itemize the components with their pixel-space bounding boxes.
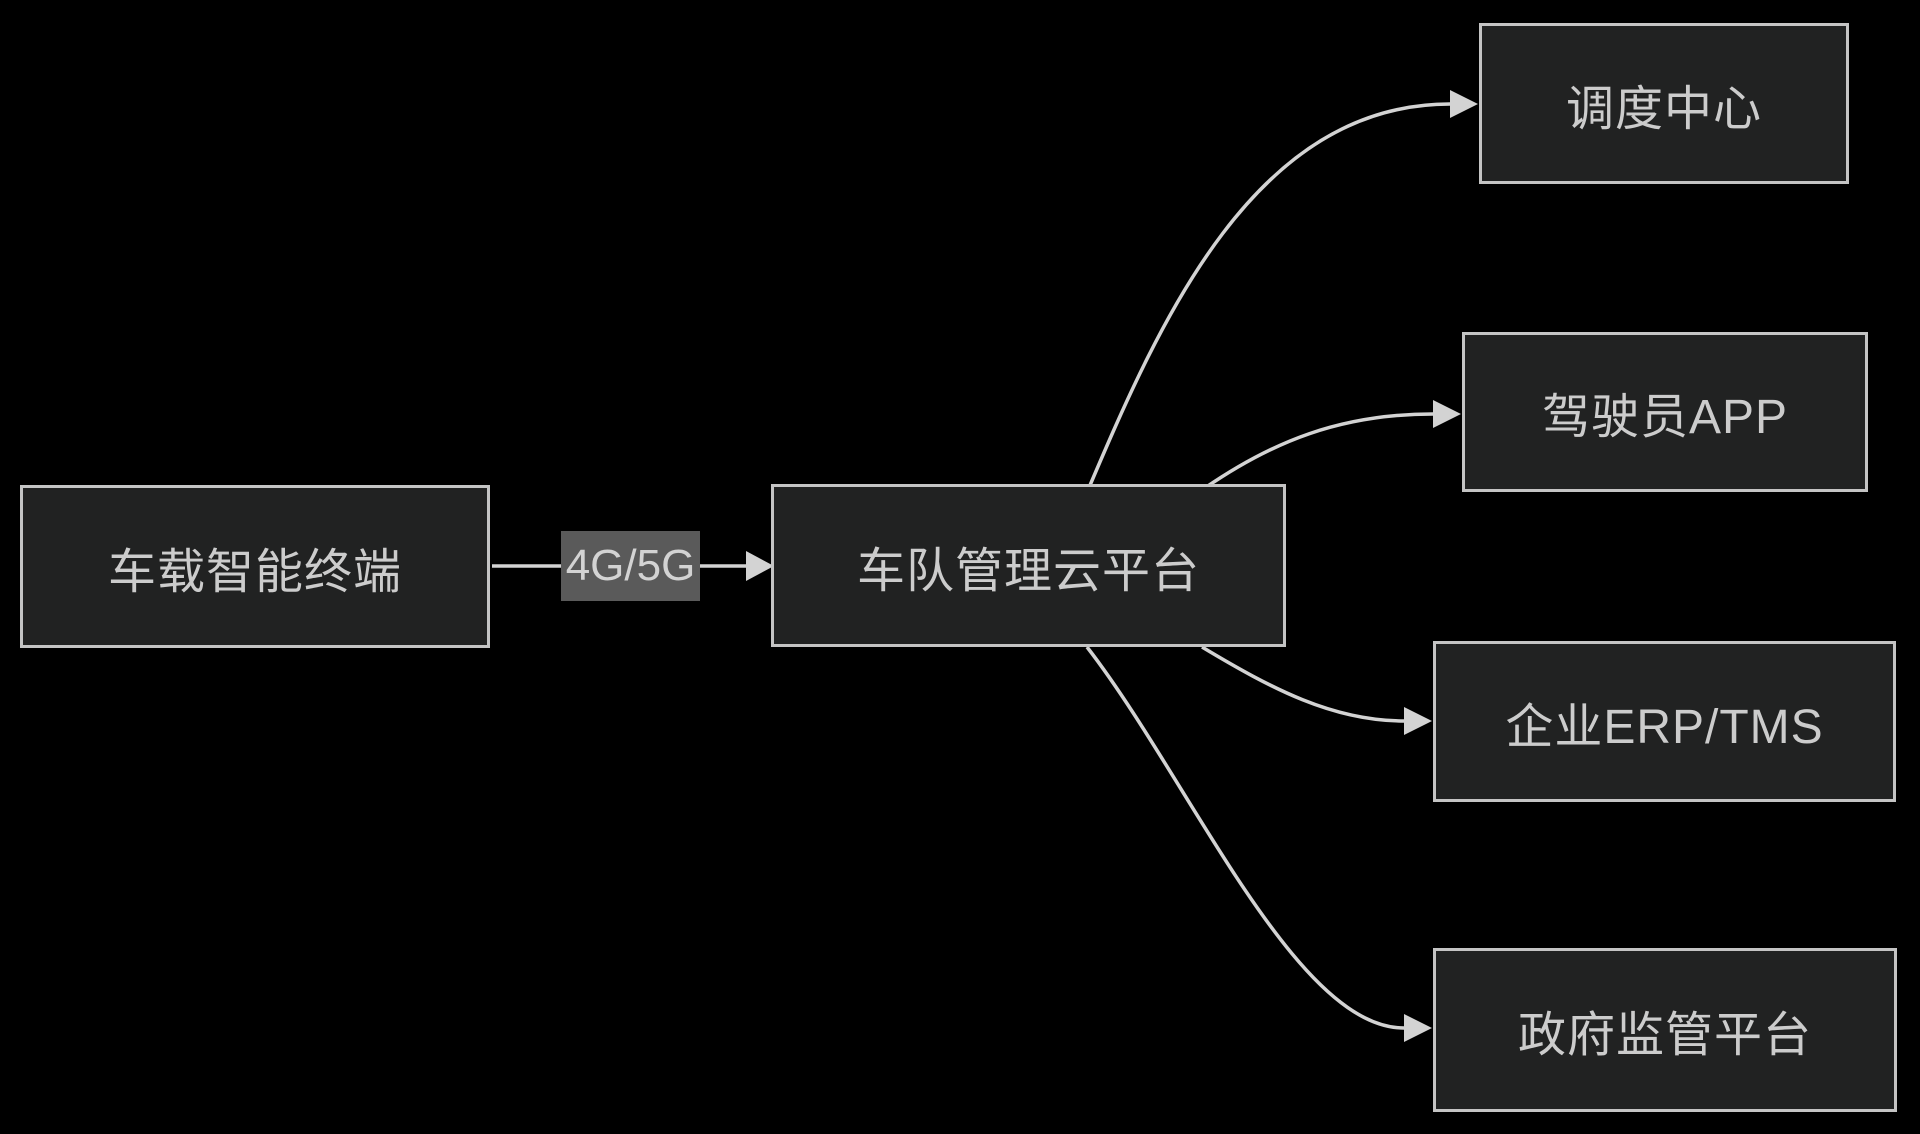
node-gov-platform-label: 政府监管平台: [1517, 1009, 1812, 1062]
edge-platform-driver-app: [1204, 412, 1434, 490]
arrowhead-dispatch: [1450, 90, 1478, 118]
arrowhead-gov: [1404, 1014, 1432, 1042]
node-dispatch-center-label: 调度中心: [1565, 82, 1762, 136]
node-dispatch-center: 调度中心: [1479, 23, 1849, 184]
node-driver-app: 驾驶员APP: [1462, 332, 1868, 492]
edge-platform-erp-tms: [1201, 645, 1405, 723]
node-terminal: 车载智能终端: [20, 485, 490, 648]
node-erp-tms: 企业ERP/TMS: [1433, 641, 1896, 802]
node-platform: 车队管理云平台: [771, 484, 1286, 647]
node-terminal-label: 车载智能终端: [107, 545, 402, 599]
arrowhead-driver-app: [1433, 400, 1461, 428]
node-driver-app-label: 驾驶员APP: [1541, 391, 1789, 444]
arrowhead-erp-tms: [1404, 707, 1432, 735]
edge-label-4g5g: 4G/5G: [561, 531, 700, 601]
node-gov-platform: 政府监管平台: [1433, 948, 1897, 1112]
edge-platform-dispatch: [1086, 102, 1451, 491]
node-platform-label: 车队管理云平台: [856, 544, 1200, 598]
arrowhead-platform: [746, 551, 774, 581]
node-erp-tms-label: 企业ERP/TMS: [1505, 700, 1824, 754]
edge-platform-gov: [1085, 645, 1405, 1030]
